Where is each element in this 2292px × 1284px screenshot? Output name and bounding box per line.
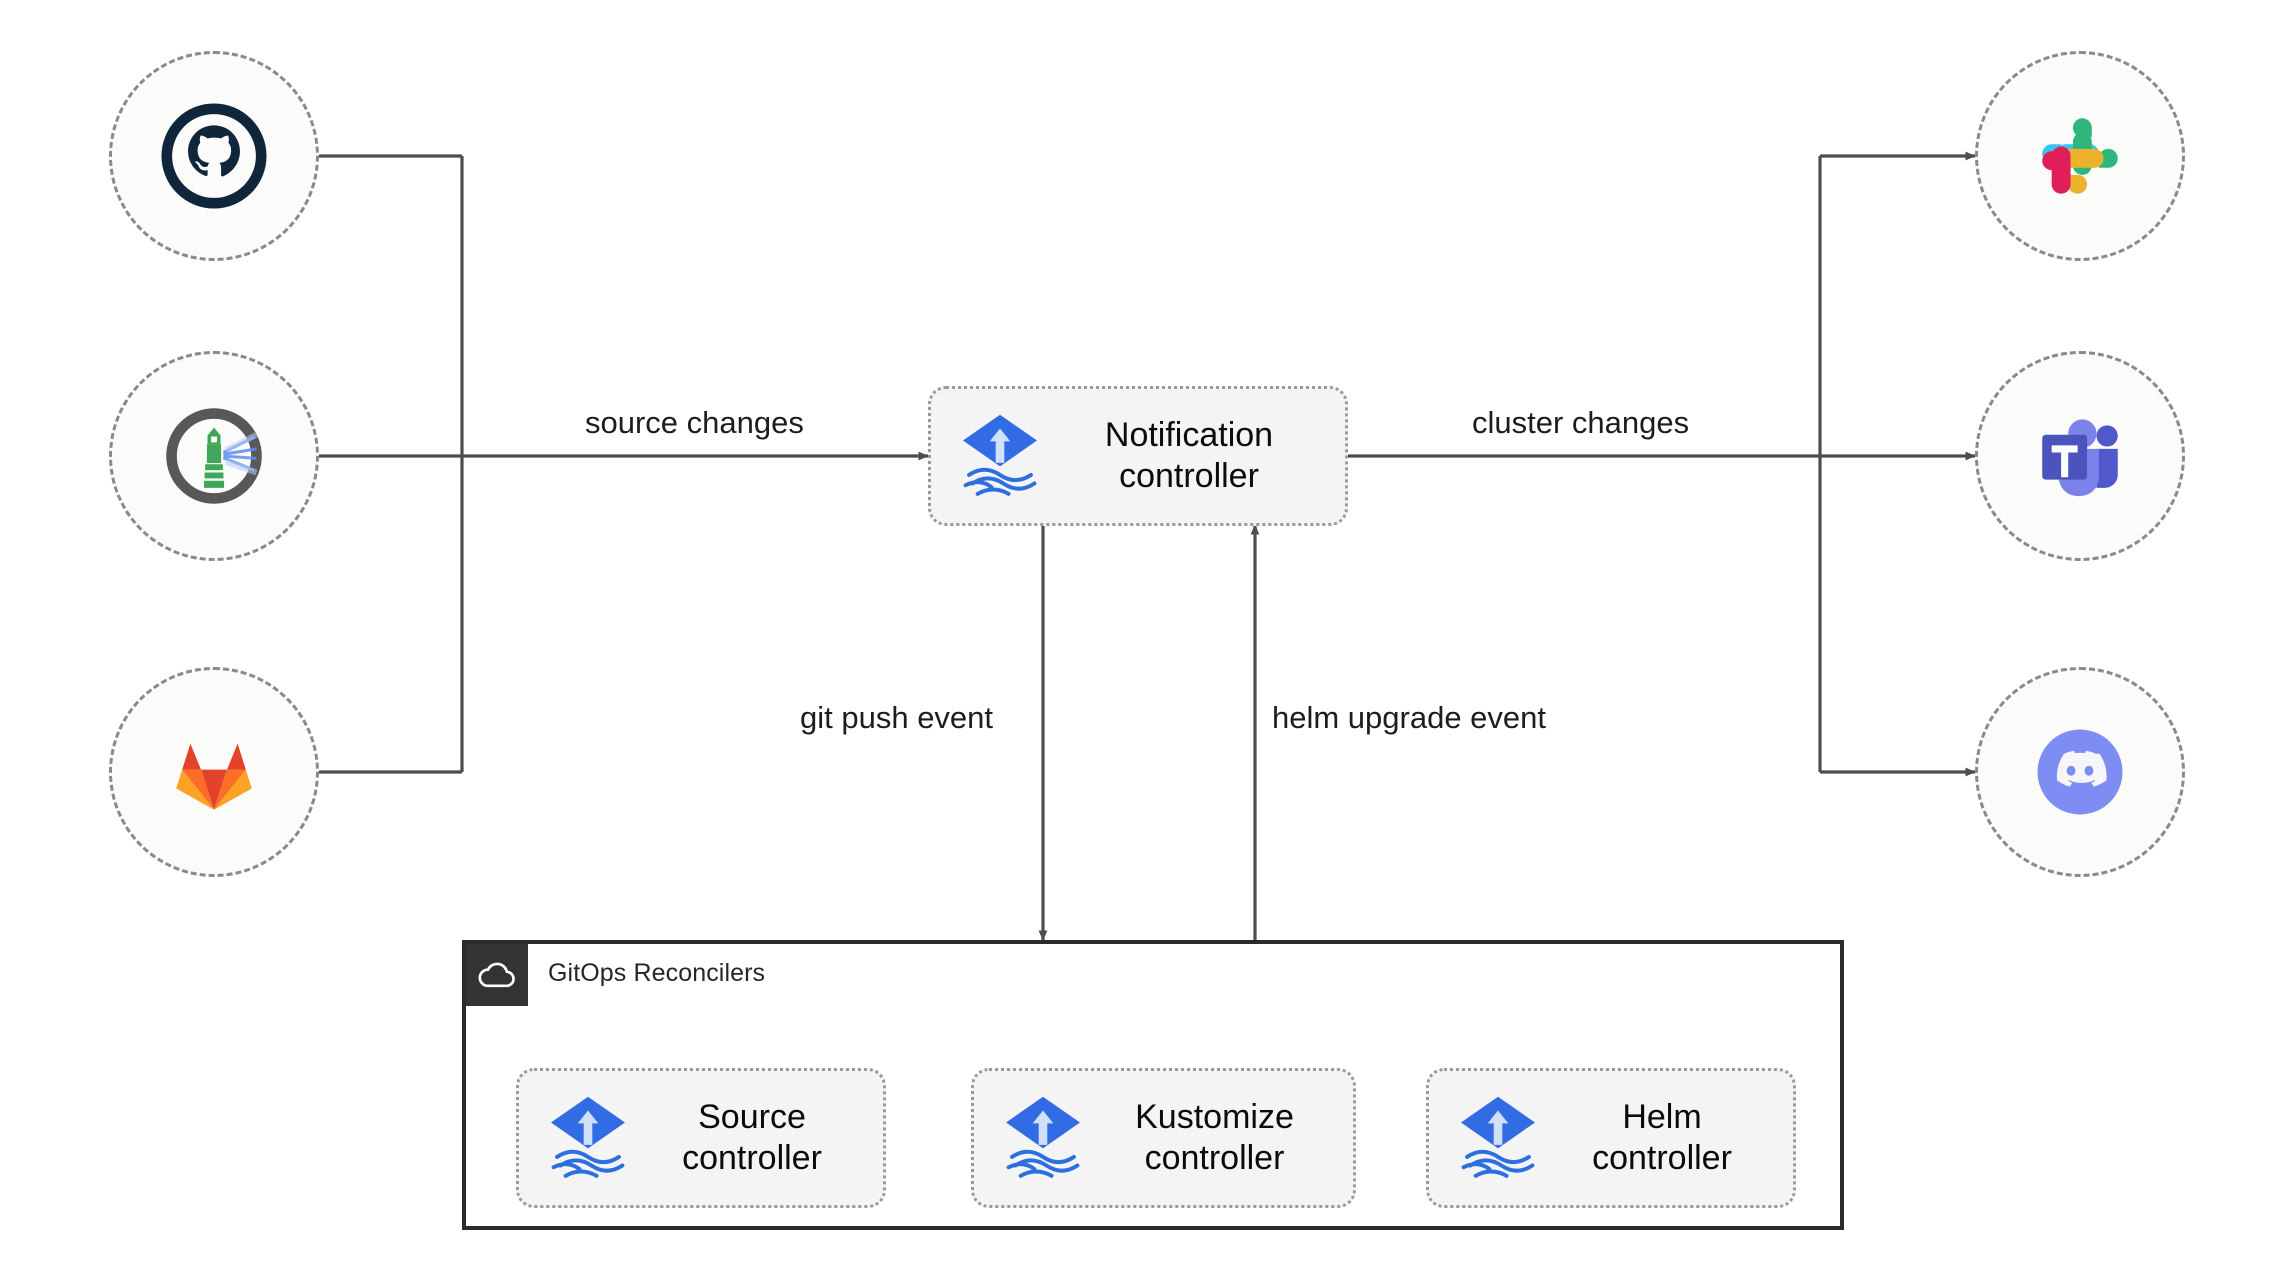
source-node-gitlab[interactable]	[109, 667, 319, 877]
edge-label-source-changes: source changes	[585, 405, 804, 440]
notification-controller-label: Notification controller	[1104, 415, 1274, 495]
reconcilers-tab	[466, 944, 528, 1006]
flux-logo	[1461, 1096, 1535, 1178]
destination-node-slack[interactable]	[1975, 51, 2185, 261]
flux-logo	[551, 1096, 625, 1178]
kustomize-controller-node[interactable]: Kustomize controller	[971, 1068, 1356, 1208]
flux-logo	[1006, 1096, 1080, 1178]
flux-lighthouse-logo	[166, 408, 262, 504]
slack-logo	[2042, 118, 2118, 194]
flux-logo	[963, 414, 1037, 496]
edge-label-helm-upgrade-event: helm upgrade event	[1272, 700, 1547, 735]
edge-label-git-push-event: git push event	[800, 700, 994, 735]
kustomize-controller-label: Kustomize controller	[1135, 1097, 1294, 1177]
github-logo	[161, 103, 267, 209]
source-controller-label: Source controller	[682, 1097, 822, 1177]
source-node-bucket[interactable]	[109, 351, 319, 561]
notification-controller-node[interactable]: Notification controller	[928, 386, 1348, 526]
destination-node-discord[interactable]	[1975, 667, 2185, 877]
cloud-icon	[478, 962, 515, 988]
gitops-reconcilers-container: GitOps Reconcilers Source controller	[462, 940, 1844, 1230]
edge-label-cluster-changes: cluster changes	[1472, 405, 1690, 440]
source-node-github[interactable]	[109, 51, 319, 261]
discord-logo	[2037, 729, 2123, 815]
helm-controller-node[interactable]: Helm controller	[1426, 1068, 1796, 1208]
microsoft-teams-logo	[2042, 419, 2118, 497]
gitlab-logo	[176, 743, 252, 810]
destination-node-teams[interactable]	[1975, 351, 2185, 561]
source-controller-node[interactable]: Source controller	[516, 1068, 886, 1208]
gitops-reconcilers-title: GitOps Reconcilers	[548, 959, 766, 987]
helm-controller-label: Helm controller	[1592, 1097, 1732, 1177]
